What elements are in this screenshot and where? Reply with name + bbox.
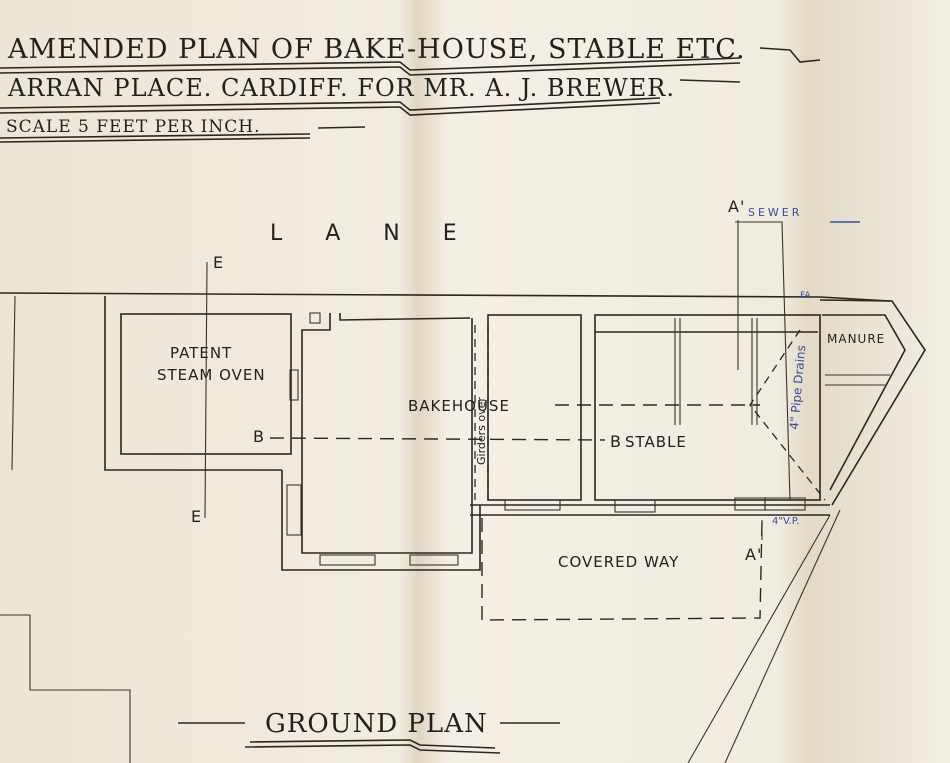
section-e-bottom: E — [191, 507, 202, 526]
manure-pit: MANURE — [749, 299, 926, 506]
bakehouse-room: Girders over BAKEHOUSE — [281, 313, 582, 571]
manure-label: MANURE — [827, 332, 885, 346]
oven-label-2: STEAM OVEN — [157, 366, 266, 384]
stable-room: STABLE — [470, 314, 830, 516]
bakehouse-label: BAKEHOUSE — [408, 397, 510, 415]
title-line-2: ARRAN PLACE. CARDIFF. FOR MR. A. J. BREW… — [7, 74, 675, 102]
section-b-left: B — [253, 427, 265, 446]
vp-label: 4"V.P. — [772, 516, 799, 527]
fa-label: FA — [800, 291, 811, 301]
sewer-label: SEWER — [748, 206, 802, 219]
covered-way — [481, 518, 763, 621]
girders-label: Girders over — [475, 397, 488, 465]
lane-label: L A N E — [270, 221, 475, 246]
section-e-top: E — [213, 253, 224, 272]
section-line-b — [269, 437, 606, 441]
title-line-1: AMENDED PLAN OF BAKE-HOUSE, STABLE ETC. — [7, 34, 746, 65]
ground-plan-label: GROUND PLAN — [265, 709, 488, 739]
boundary-lines — [687, 509, 841, 763]
section-line-e — [204, 261, 208, 519]
ground-plan-title: GROUND PLAN — [178, 709, 560, 754]
title-block: AMENDED PLAN OF BAKE-HOUSE, STABLE ETC. … — [0, 34, 821, 143]
section-b-right: B — [610, 432, 622, 451]
scale-label: SCALE 5 FEET PER INCH. — [6, 117, 261, 137]
lane-boundary — [0, 292, 891, 302]
section-a-bottom: A' — [745, 545, 762, 564]
covered-way-label: COVERED WAY — [558, 553, 679, 571]
oven-label-1: PATENT — [170, 344, 232, 362]
section-a-top: A' — [728, 197, 745, 216]
stable-label: STABLE — [625, 433, 687, 451]
